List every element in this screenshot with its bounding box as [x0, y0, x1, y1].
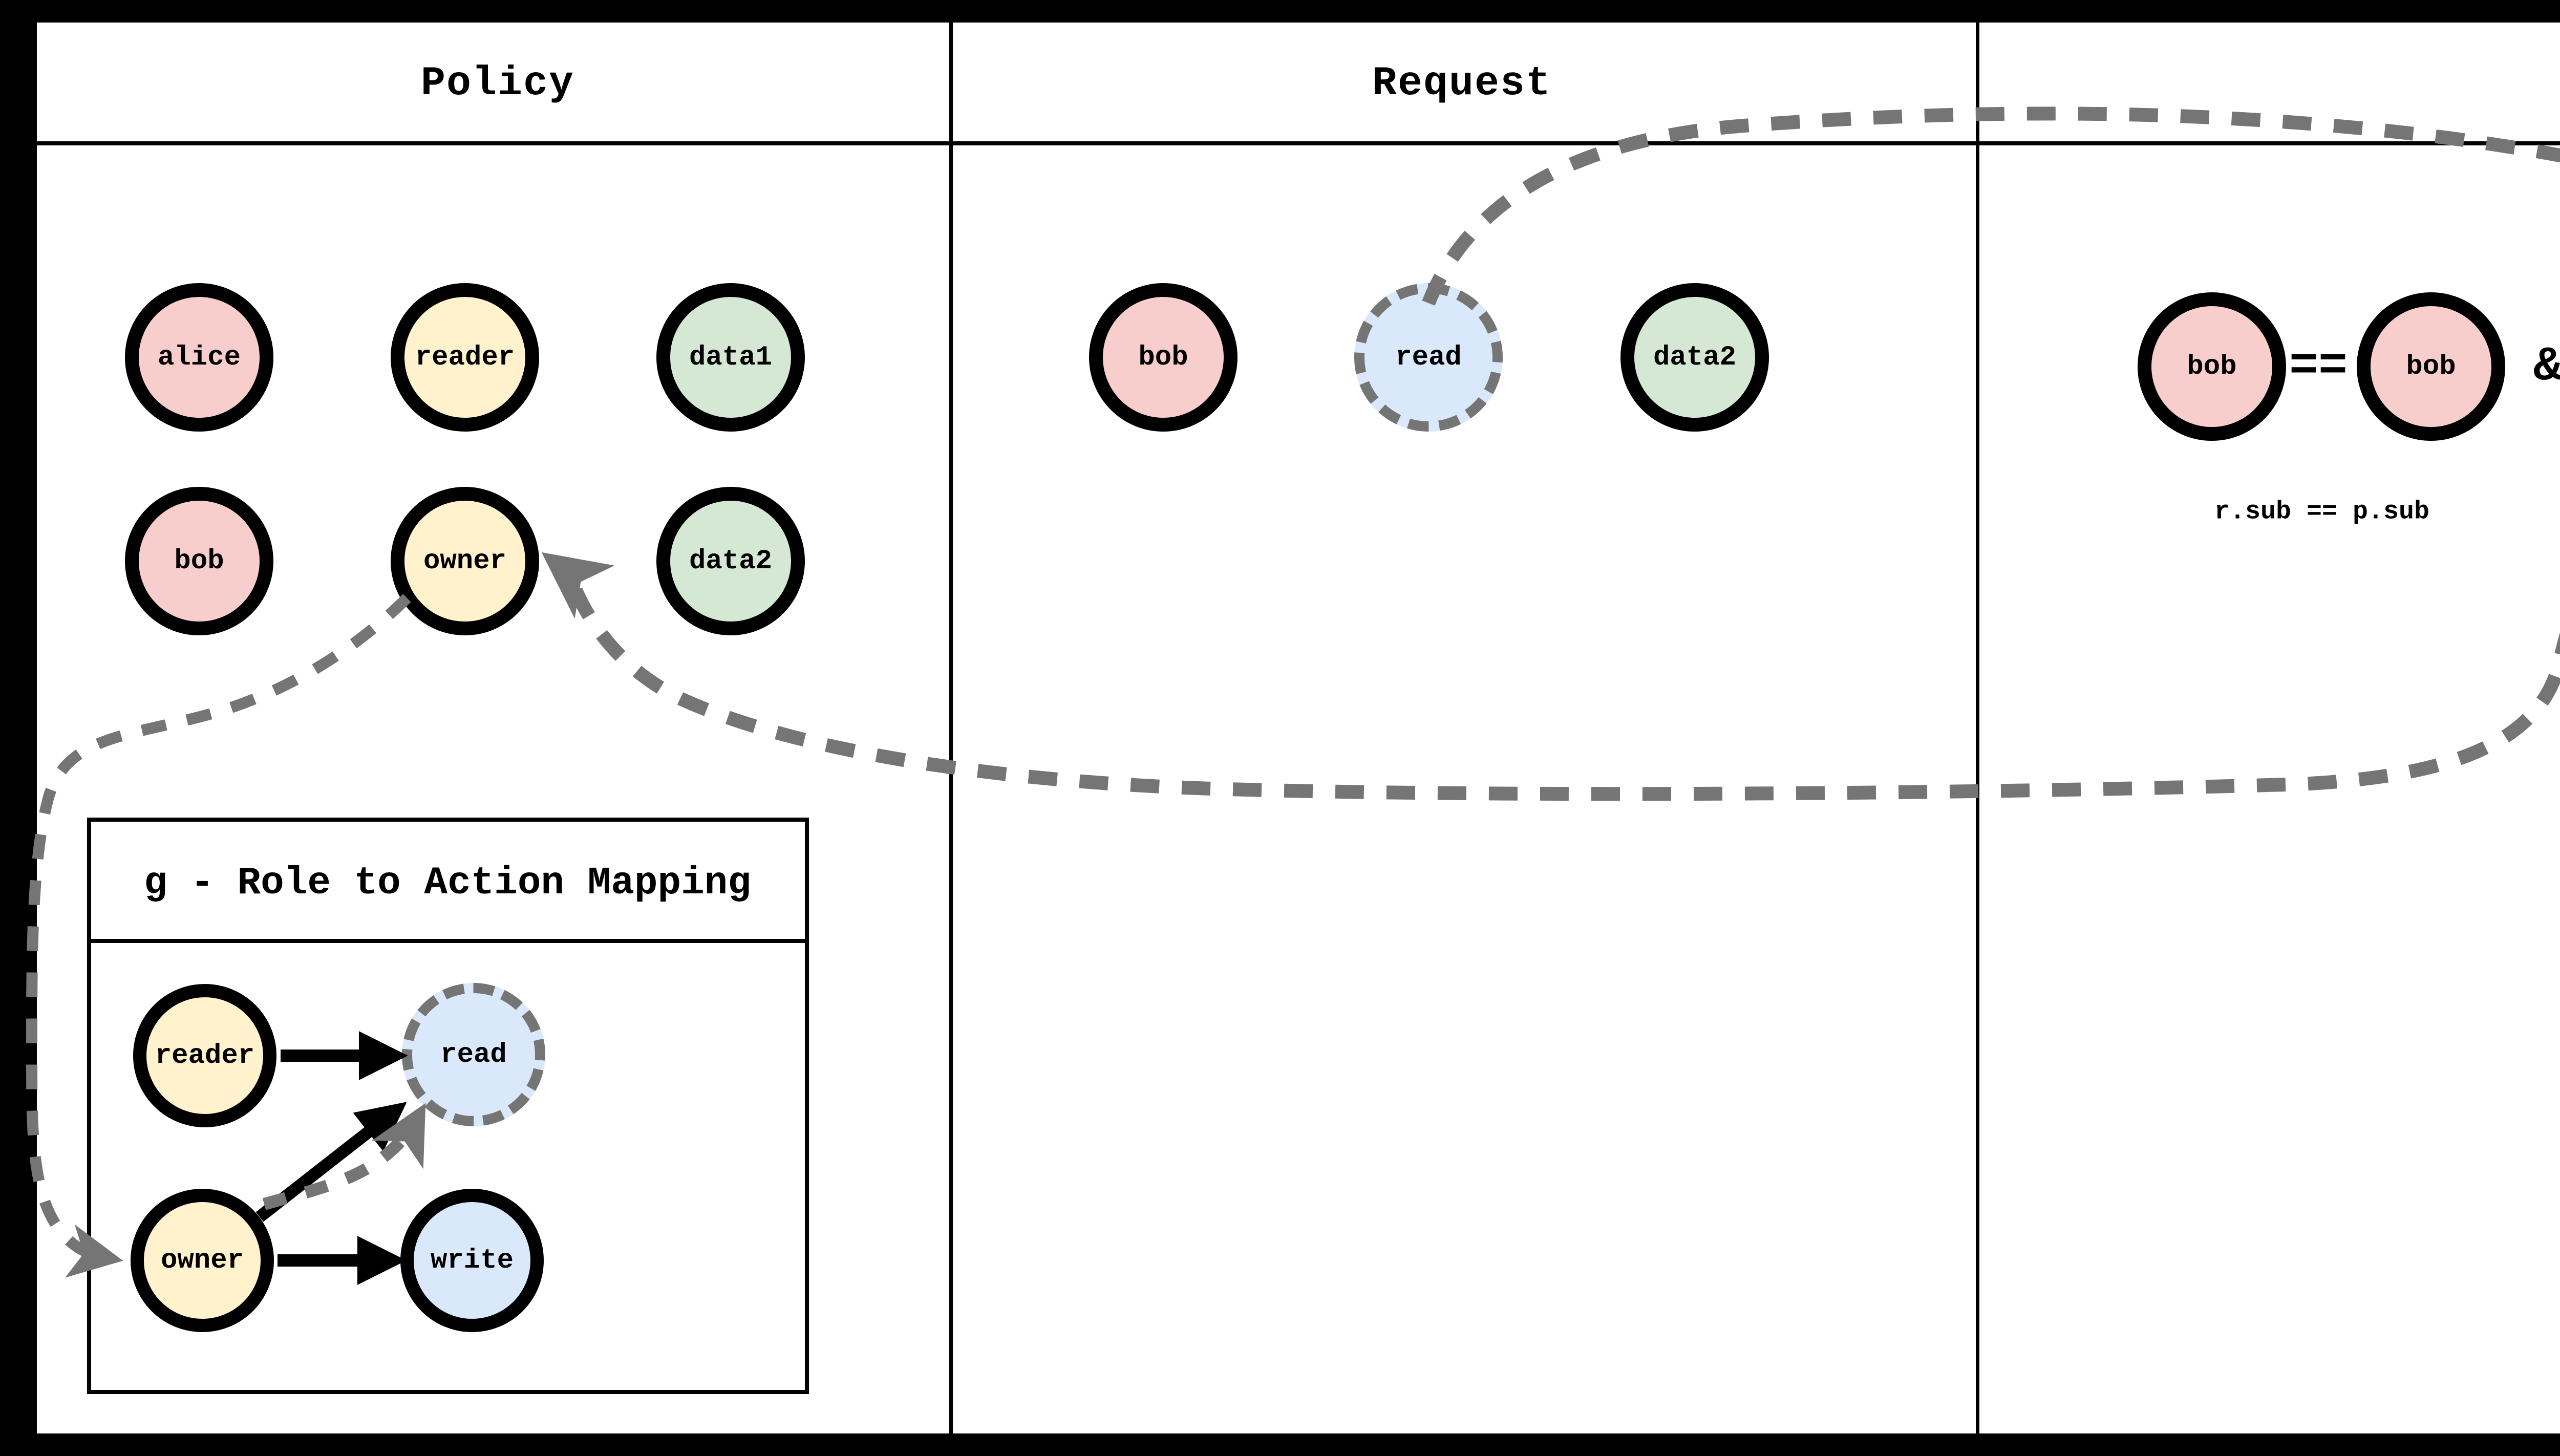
divider-policy-request — [949, 23, 953, 1433]
policy-node-data1-label: data1 — [689, 341, 773, 373]
panel-title-request: Request — [1372, 60, 1552, 107]
matching-op-eq1: == — [2289, 339, 2348, 394]
policy-node-alice-label: alice — [157, 341, 241, 373]
matching-node-r-sub: bob — [2138, 292, 2286, 441]
flow-matching-owner-to-policy-owner — [541, 552, 2560, 801]
gbox-node-read-label: read — [440, 1039, 507, 1070]
g-mapping-box-title: g - Role to Action Mapping — [144, 861, 751, 905]
policy-node-reader: reader — [391, 283, 539, 432]
gbox-node-write: write — [400, 1189, 544, 1332]
policy-node-owner: owner — [391, 487, 539, 635]
header-separator — [37, 141, 2560, 145]
policy-node-alice: alice — [125, 283, 273, 432]
request-node-read-label: read — [1395, 341, 1462, 373]
request-node-data2: data2 — [1620, 283, 1769, 432]
g-mapping-box-separator — [87, 939, 809, 943]
gbox-node-owner: owner — [131, 1189, 274, 1332]
matching-node-p-sub: bob — [2357, 292, 2505, 441]
gbox-node-read: read — [402, 983, 545, 1126]
divider-request-matching — [1976, 23, 1979, 1433]
request-node-data2-label: data2 — [1653, 341, 1737, 373]
gbox-node-reader-label: reader — [155, 1040, 255, 1072]
request-node-bob-label: bob — [1138, 341, 1188, 373]
request-node-bob: bob — [1089, 283, 1238, 432]
policy-node-bob-label: bob — [174, 545, 224, 577]
policy-node-data1: data1 — [656, 283, 805, 432]
policy-node-bob: bob — [125, 487, 273, 635]
matching-node-r-sub-label: bob — [2187, 351, 2237, 382]
matching-node-p-sub-label: bob — [2406, 351, 2456, 382]
gbox-node-reader: reader — [133, 984, 276, 1127]
gbox-node-owner-label: owner — [160, 1245, 244, 1276]
annotation-sub: r.sub == p.sub — [2214, 497, 2430, 527]
gbox-node-write-label: write — [430, 1245, 514, 1276]
policy-node-data2-label: data2 — [689, 545, 773, 577]
matching-op-and1: && — [2533, 339, 2560, 394]
request-node-read: read — [1354, 283, 1503, 432]
policy-node-data2: data2 — [656, 487, 805, 635]
policy-node-owner-label: owner — [423, 545, 507, 577]
panel-title-policy: Policy — [420, 60, 575, 107]
policy-node-reader-label: reader — [415, 341, 515, 373]
